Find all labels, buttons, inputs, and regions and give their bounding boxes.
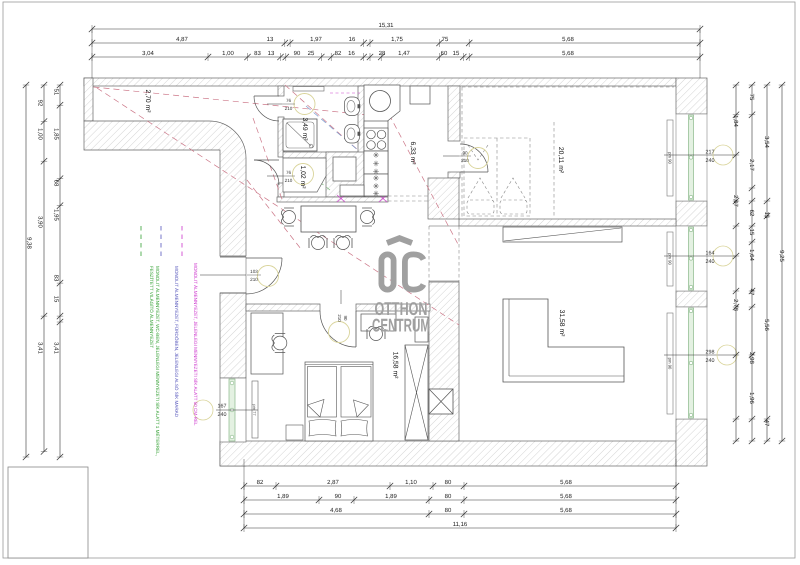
svg-text:2,87: 2,87 bbox=[327, 479, 339, 486]
svg-text:3,04: 3,04 bbox=[142, 50, 154, 57]
svg-text:47: 47 bbox=[748, 289, 755, 296]
svg-text:15: 15 bbox=[748, 229, 755, 236]
svg-text:62: 62 bbox=[748, 210, 755, 217]
svg-text:210: 210 bbox=[337, 314, 342, 322]
svg-text:298: 298 bbox=[706, 350, 715, 356]
svg-text:2,78: 2,78 bbox=[732, 299, 739, 311]
svg-text:2,98: 2,98 bbox=[748, 352, 755, 364]
svg-text:13: 13 bbox=[267, 36, 274, 43]
svg-text:11,16: 11,16 bbox=[453, 521, 468, 528]
svg-text:3,41: 3,41 bbox=[53, 342, 60, 354]
svg-text:5,68: 5,68 bbox=[562, 50, 574, 57]
svg-text:16: 16 bbox=[348, 50, 355, 57]
svg-text:92: 92 bbox=[37, 100, 44, 107]
svg-text:217: 217 bbox=[706, 150, 715, 156]
svg-text:9,25: 9,25 bbox=[778, 250, 785, 262]
svg-text:16: 16 bbox=[349, 36, 356, 43]
svg-text:76: 76 bbox=[286, 98, 292, 103]
svg-text:5,68: 5,68 bbox=[560, 507, 572, 514]
svg-text:1,64: 1,64 bbox=[748, 249, 755, 261]
svg-text:15,31: 15,31 bbox=[378, 22, 394, 29]
svg-text:1,84: 1,84 bbox=[732, 115, 739, 127]
svg-text:80: 80 bbox=[445, 493, 452, 500]
svg-text:75: 75 bbox=[442, 36, 449, 43]
svg-text:47: 47 bbox=[763, 420, 770, 427]
svg-text:6,33 m²: 6,33 m² bbox=[409, 141, 416, 165]
svg-text:15: 15 bbox=[763, 212, 770, 219]
svg-text:167: 167 bbox=[218, 404, 227, 410]
svg-text:76: 76 bbox=[286, 170, 292, 175]
svg-text:164: 164 bbox=[706, 251, 715, 257]
svg-text:1,89: 1,89 bbox=[277, 493, 289, 500]
svg-text:51: 51 bbox=[53, 89, 60, 96]
svg-text:1,95: 1,95 bbox=[53, 209, 60, 221]
svg-text:20,11 m²: 20,11 m² bbox=[557, 147, 564, 174]
svg-text:15: 15 bbox=[53, 296, 60, 303]
svg-text:83: 83 bbox=[53, 275, 60, 282]
svg-text:240: 240 bbox=[706, 358, 715, 364]
svg-text:90: 90 bbox=[335, 493, 342, 500]
svg-text:2,70 m²: 2,70 m² bbox=[144, 89, 151, 113]
svg-text:1,02 m²: 1,02 m² bbox=[299, 165, 306, 189]
svg-text:240: 240 bbox=[218, 412, 227, 418]
svg-text:pm 90: pm 90 bbox=[667, 358, 672, 370]
svg-text:82: 82 bbox=[335, 50, 342, 57]
svg-text:28: 28 bbox=[379, 50, 386, 57]
svg-text:1,00: 1,00 bbox=[222, 50, 234, 57]
svg-text:pm 90: pm 90 bbox=[667, 152, 672, 164]
svg-text:13: 13 bbox=[268, 50, 275, 57]
svg-text:1,00: 1,00 bbox=[37, 128, 44, 140]
svg-text:3,90: 3,90 bbox=[37, 216, 44, 228]
svg-text:103: 103 bbox=[250, 269, 258, 274]
svg-text:68: 68 bbox=[53, 180, 60, 187]
svg-text:9,38: 9,38 bbox=[26, 237, 33, 249]
svg-text:82: 82 bbox=[257, 479, 264, 486]
svg-text:3,49 m²: 3,49 m² bbox=[301, 117, 308, 141]
svg-text:1,75: 1,75 bbox=[391, 36, 403, 43]
svg-text:1,85: 1,85 bbox=[53, 128, 60, 140]
svg-text:25: 25 bbox=[308, 50, 315, 57]
svg-text:1,97: 1,97 bbox=[310, 36, 322, 43]
svg-text:2,67: 2,67 bbox=[732, 195, 739, 207]
svg-text:90: 90 bbox=[343, 316, 348, 321]
svg-text:5,68: 5,68 bbox=[562, 36, 574, 43]
svg-text:MONOLIT ÁLMENNYEZET, FÜRDŐBEN,: MONOLIT ÁLMENNYEZET, FÜRDŐBEN, JELENLEGI… bbox=[174, 266, 179, 418]
svg-text:210: 210 bbox=[285, 106, 293, 111]
svg-text:83: 83 bbox=[254, 50, 261, 57]
svg-text:15: 15 bbox=[453, 50, 460, 57]
svg-text:90: 90 bbox=[294, 50, 301, 57]
svg-text:31,58 m²: 31,58 m² bbox=[558, 310, 565, 338]
svg-text:80: 80 bbox=[445, 507, 452, 514]
svg-text:210: 210 bbox=[461, 158, 469, 163]
svg-text:pm 90: pm 90 bbox=[667, 253, 672, 265]
svg-text:4,68: 4,68 bbox=[330, 507, 342, 514]
svg-text:210: 210 bbox=[250, 277, 258, 282]
svg-text:240: 240 bbox=[706, 158, 715, 164]
svg-text:CENTRUM: CENTRUM bbox=[372, 315, 430, 336]
svg-text:OTTHON: OTTHON bbox=[375, 298, 428, 319]
svg-text:pm 77: pm 77 bbox=[252, 404, 257, 416]
svg-text:FESZÍTETT VILÁGÍTÓ ÁLMENNYEZET: FESZÍTETT VILÁGÍTÓ ÁLMENNYEZET bbox=[149, 266, 154, 348]
svg-text:5,68: 5,68 bbox=[560, 479, 572, 486]
svg-text:MONOLIT ÁLMENNYEZET, WC-BEN, J: MONOLIT ÁLMENNYEZET, WC-BEN, JELENLEGI M… bbox=[155, 266, 160, 456]
svg-text:1,10: 1,10 bbox=[405, 479, 417, 486]
svg-text:5,68: 5,68 bbox=[560, 493, 572, 500]
svg-text:90: 90 bbox=[462, 151, 468, 156]
svg-text:80: 80 bbox=[445, 479, 452, 486]
svg-text:3,41: 3,41 bbox=[37, 342, 44, 354]
svg-text:2,17: 2,17 bbox=[748, 159, 755, 171]
svg-text:1,96: 1,96 bbox=[748, 392, 755, 404]
svg-text:3,54: 3,54 bbox=[763, 136, 770, 148]
svg-text:1,89: 1,89 bbox=[385, 493, 397, 500]
svg-text:5,56: 5,56 bbox=[763, 319, 770, 331]
svg-text:4,87: 4,87 bbox=[176, 36, 188, 43]
svg-text:1,47: 1,47 bbox=[398, 50, 410, 57]
svg-text:240: 240 bbox=[706, 259, 715, 265]
svg-text:75: 75 bbox=[748, 94, 755, 101]
svg-text:210: 210 bbox=[285, 178, 293, 183]
svg-text:60: 60 bbox=[441, 50, 448, 57]
svg-text:MONOLIT ÁLMENNYEZET, JELENLEGI: MONOLIT ÁLMENNYEZET, JELENLEGI MENNYEZET… bbox=[193, 263, 198, 426]
svg-text:16,58 m²: 16,58 m² bbox=[392, 352, 399, 380]
